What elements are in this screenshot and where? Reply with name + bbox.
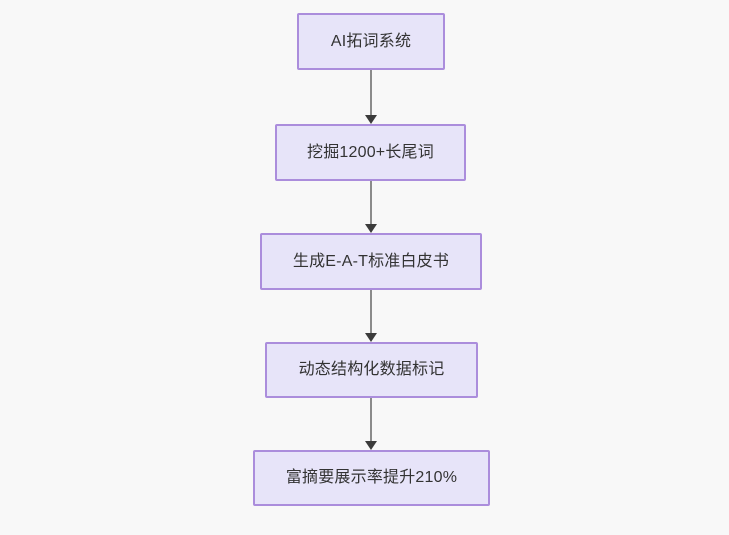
arrow-head-icon <box>365 441 377 450</box>
flow-arrow-node2-to-node3 <box>356 181 386 233</box>
flow-arrow-node4-to-node5 <box>356 398 386 450</box>
flow-node-generate-eat-whitepaper[interactable]: 生成E-A-T标准白皮书 <box>260 233 482 290</box>
arrow-head-icon <box>365 115 377 124</box>
flow-node-rich-snippet-impression-lift[interactable]: 富摘要展示率提升210% <box>253 450 490 506</box>
arrow-line <box>370 70 372 115</box>
flow-node-label: 富摘要展示率提升210% <box>285 469 458 487</box>
flow-node-label: 挖掘1200+长尾词 <box>307 143 434 161</box>
flow-arrow-node1-to-node2 <box>356 70 386 124</box>
arrow-head-icon <box>365 333 377 342</box>
flow-arrow-node3-to-node4 <box>356 290 386 342</box>
flow-node-mine-longtail-keywords[interactable]: 挖掘1200+长尾词 <box>275 124 466 181</box>
arrow-head-icon <box>365 224 377 233</box>
arrow-line <box>370 181 372 224</box>
arrow-line <box>370 398 372 441</box>
arrow-line <box>370 290 372 333</box>
flow-node-label: AI拓词系统 <box>330 32 412 50</box>
flow-node-label: 生成E-A-T标准白皮书 <box>292 252 450 270</box>
flow-node-label: 动态结构化数据标记 <box>298 361 445 379</box>
flow-node-ai-keyword-system[interactable]: AI拓词系统 <box>297 13 445 70</box>
flow-node-dynamic-structured-data-markup[interactable]: 动态结构化数据标记 <box>265 342 478 398</box>
